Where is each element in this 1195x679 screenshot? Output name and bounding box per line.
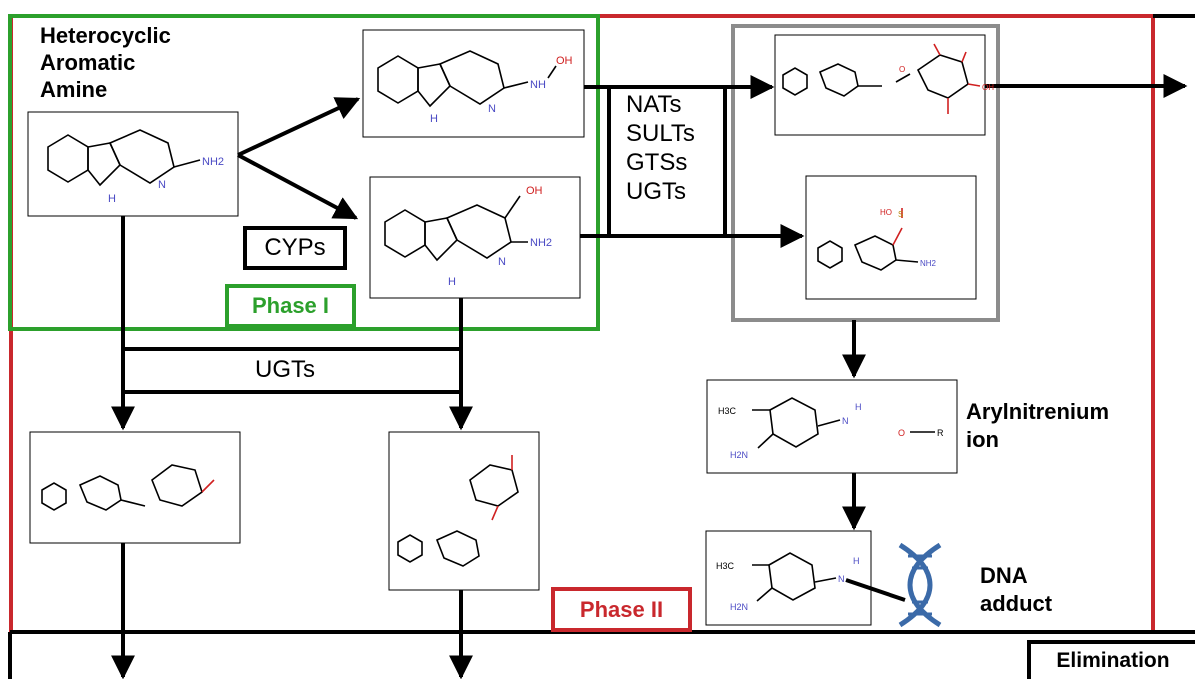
atom-nh: NH [530,79,546,91]
hca-box [27,111,239,217]
atom-nh2-3: NH2 [920,259,937,268]
enzyme-nats: NATs [626,91,682,118]
nitrenium-box [706,379,958,474]
elimination-tag: Elimination [1027,640,1195,679]
atom-h-3: H [448,276,456,288]
ugts-text: UGTs [255,356,315,383]
phase1-text: Phase I [251,293,330,318]
n-hydroxy-box [362,29,585,138]
ugts-label: UGTs [255,356,315,384]
cyps-label: CYPs [243,226,347,270]
atom-h3c-2: H3C [716,561,735,571]
atom-h-2: H [430,113,438,125]
arrow-to-n-hydroxy [237,97,361,157]
atom-n-adduct: N [838,574,845,584]
dna-adduct-line-2: adduct [980,591,1053,616]
dna-adduct-line-1: DNA [980,563,1028,588]
dna-helix-icon [898,542,942,628]
atom-n-2: N [488,103,496,115]
dna-adduct-label: DNA adduct [980,562,1052,618]
atom-ho: HO [880,208,892,217]
enzyme-list: NATs SULTs GTSs UGTs [626,90,695,206]
oglu-pyridine-ring [435,530,480,567]
atom-n-3: N [498,256,506,268]
atom-h2n-2: H2N [730,602,748,612]
sulfate-conj-box [805,175,977,300]
arylnitrenium-line-1: Arylnitrenium [966,399,1110,424]
hca-pyrrole-ring [87,142,121,187]
molecule-drawings [41,43,981,602]
atom-o-1: O [899,65,905,74]
arylnitrenium-line-2: ion [966,427,999,452]
atom-h-adduct: H [853,556,860,566]
atom-o-nitrenium: O [898,428,905,438]
phase1-frame [8,14,600,331]
atom-h3c: H3C [718,406,737,416]
n-glucuronide-conj-box [774,34,986,136]
arylnitrenium-label: Arylnitrenium ion [966,398,1109,454]
phase1-tag: Phase I [225,284,356,328]
oglu-benzene-ring [397,534,423,563]
enzyme-sults: SULTs [626,120,695,147]
ring-hydroxy-box [369,176,581,299]
atom-oh: OH [556,55,573,67]
sulf-benzene-ring [817,240,843,269]
atom-n-nitrenium: N [842,416,849,426]
oglu-sugar-ring [469,464,519,507]
adduct-box [705,530,872,626]
n-glucuronide-box [29,431,241,544]
atom-s: S [898,210,903,219]
phase2-text: Phase II [579,597,664,622]
enzyme-gtss: GTSs [626,149,688,176]
atom-oh-2: OH [526,185,543,197]
atom-nh2: NH2 [202,156,224,168]
enzyme-ugts: UGTs [626,178,686,205]
hca-line-2: Aromatic [40,50,136,75]
atom-r: R [937,428,944,438]
hca-line-1: Heterocyclic [40,23,171,48]
atom-oh-3: OH [982,83,994,92]
atom-h: H [108,193,116,205]
atom-n: N [158,179,166,191]
atom-labels: NH2 N H NH OH N H OH NH2 N H O OH S HO N… [108,55,994,612]
nglu-benzene-ring [41,482,67,511]
rhyd-pyrrole-ring [424,217,458,262]
adduct-bond [845,578,906,602]
elimination-text: Elimination [1056,649,1170,672]
nhyd-pyrrole-ring [417,63,451,108]
atom-h2n: H2N [730,450,748,460]
hca-line-3: Amine [40,77,108,102]
atom-nh2-2: NH2 [530,237,552,249]
cyps-text: CYPs [264,234,326,261]
hca-title: Heterocyclic Aromatic Amine [40,22,171,103]
atom-h-nitrenium: H [855,402,862,412]
conjugates-frame [731,24,1000,322]
conj1-benzene-ring [782,67,808,96]
arrow-to-ring-hydroxy [237,153,359,220]
phase2-tag: Phase II [551,587,692,632]
o-glucuronide-box [388,431,540,591]
